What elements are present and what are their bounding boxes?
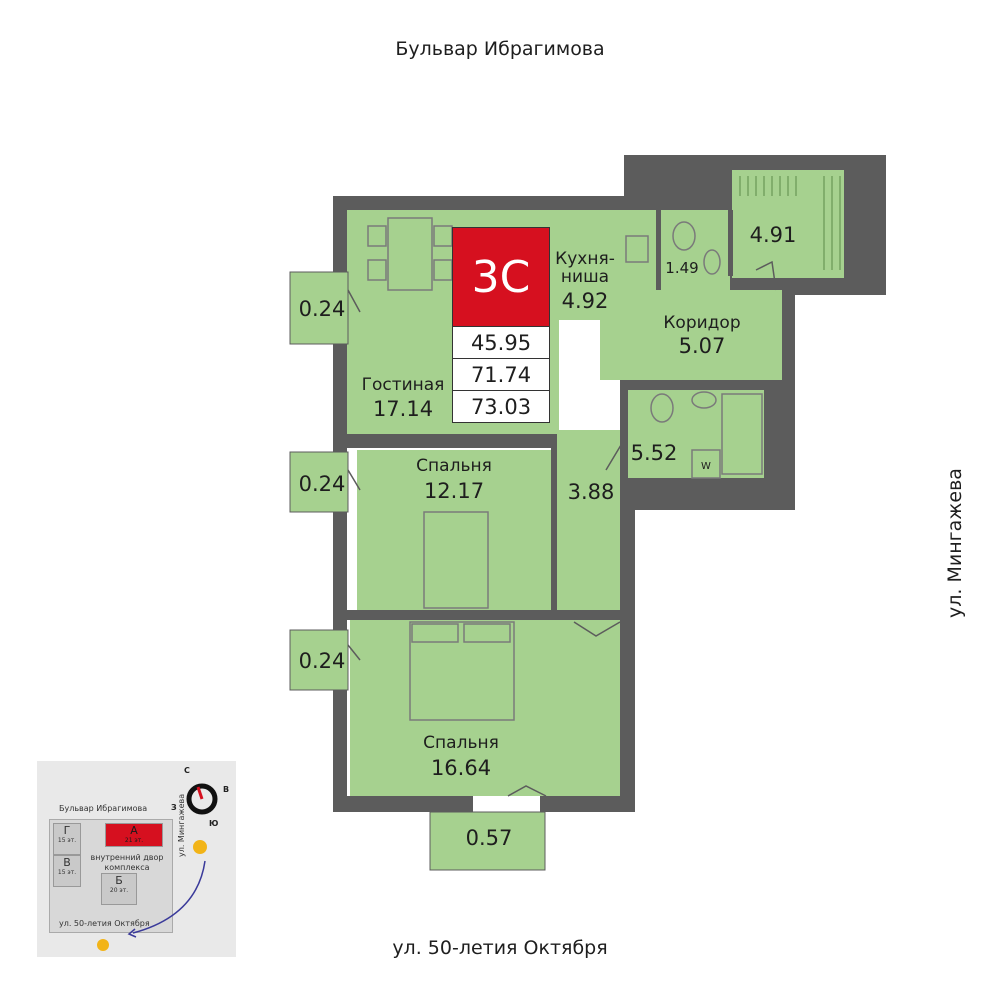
wc-area: 1.49 — [665, 259, 698, 277]
compass-n: С — [184, 766, 190, 775]
room-bedroom2 — [350, 620, 620, 796]
loggia-bottom-area: 0.57 — [466, 826, 513, 850]
bedroom2-area: 16.64 — [431, 756, 491, 780]
minimap-street-top: Бульвар Ибрагимова — [59, 804, 148, 813]
washer-mark: W — [701, 461, 711, 472]
bedroom2-label: Спальня — [423, 733, 499, 753]
corridor-label: Коридор — [663, 313, 740, 333]
room-bedroom1 — [357, 450, 551, 610]
balcony-top-area: 4.91 — [750, 223, 797, 247]
street-label-bottom: ул. 50-летия Октября — [392, 937, 608, 959]
room-loggia2 — [289, 451, 349, 513]
washer — [691, 449, 721, 479]
room-loggia3 — [289, 629, 349, 691]
room-loggia1 — [289, 271, 349, 345]
room-hall — [556, 430, 620, 620]
compass-icon — [186, 783, 218, 815]
apartment-badge: 3С 45.95 71.74 73.03 — [452, 227, 550, 423]
sun-icon — [97, 939, 109, 951]
bedroom1-area: 12.17 — [424, 479, 484, 503]
door-swings — [347, 260, 777, 797]
balcony-hatch — [739, 176, 841, 270]
living-label: Гостиная — [362, 375, 445, 395]
room-corridor — [600, 290, 782, 380]
corridor-area: 5.07 — [679, 334, 726, 358]
bedroom1-label: Спальня — [416, 456, 492, 476]
sun-icon — [193, 840, 207, 854]
bathtub — [721, 393, 763, 475]
kitchen-label-2: ниша — [561, 267, 609, 287]
minimap-courtyard: внутренний двор комплекса — [90, 853, 164, 872]
minimap-street-bottom: ул. 50-летия Октября — [59, 919, 150, 928]
area-total-with-balcony: 73.03 — [453, 390, 549, 422]
toilet — [672, 221, 696, 251]
kitchen-area: 4.92 — [562, 289, 609, 313]
partitions — [347, 210, 733, 620]
dining-table — [387, 217, 433, 291]
street-label-top: Бульвар Ибрагимова — [395, 38, 605, 60]
living-area: 17.14 — [373, 397, 433, 421]
compass-s: Ю — [209, 819, 219, 828]
kitchen-label-1: Кухня- — [555, 249, 615, 269]
area-total: 71.74 — [453, 358, 549, 390]
room-loggia-bottom — [429, 811, 546, 871]
room-wc-small — [660, 210, 730, 290]
hall-area: 3.88 — [568, 480, 615, 504]
loggia1-area: 0.24 — [299, 297, 346, 321]
bed-single — [423, 511, 489, 609]
bed-double — [409, 621, 515, 721]
apartment-code: 3С — [453, 228, 549, 326]
loggia3-area: 0.24 — [299, 649, 346, 673]
compass-e: В — [223, 785, 230, 794]
area-living: 45.95 — [453, 326, 549, 358]
minimap-graphics — [97, 783, 218, 951]
bathroom-area: 5.52 — [631, 441, 678, 465]
loggia2-area: 0.24 — [299, 472, 346, 496]
compass-w: З — [171, 803, 177, 812]
